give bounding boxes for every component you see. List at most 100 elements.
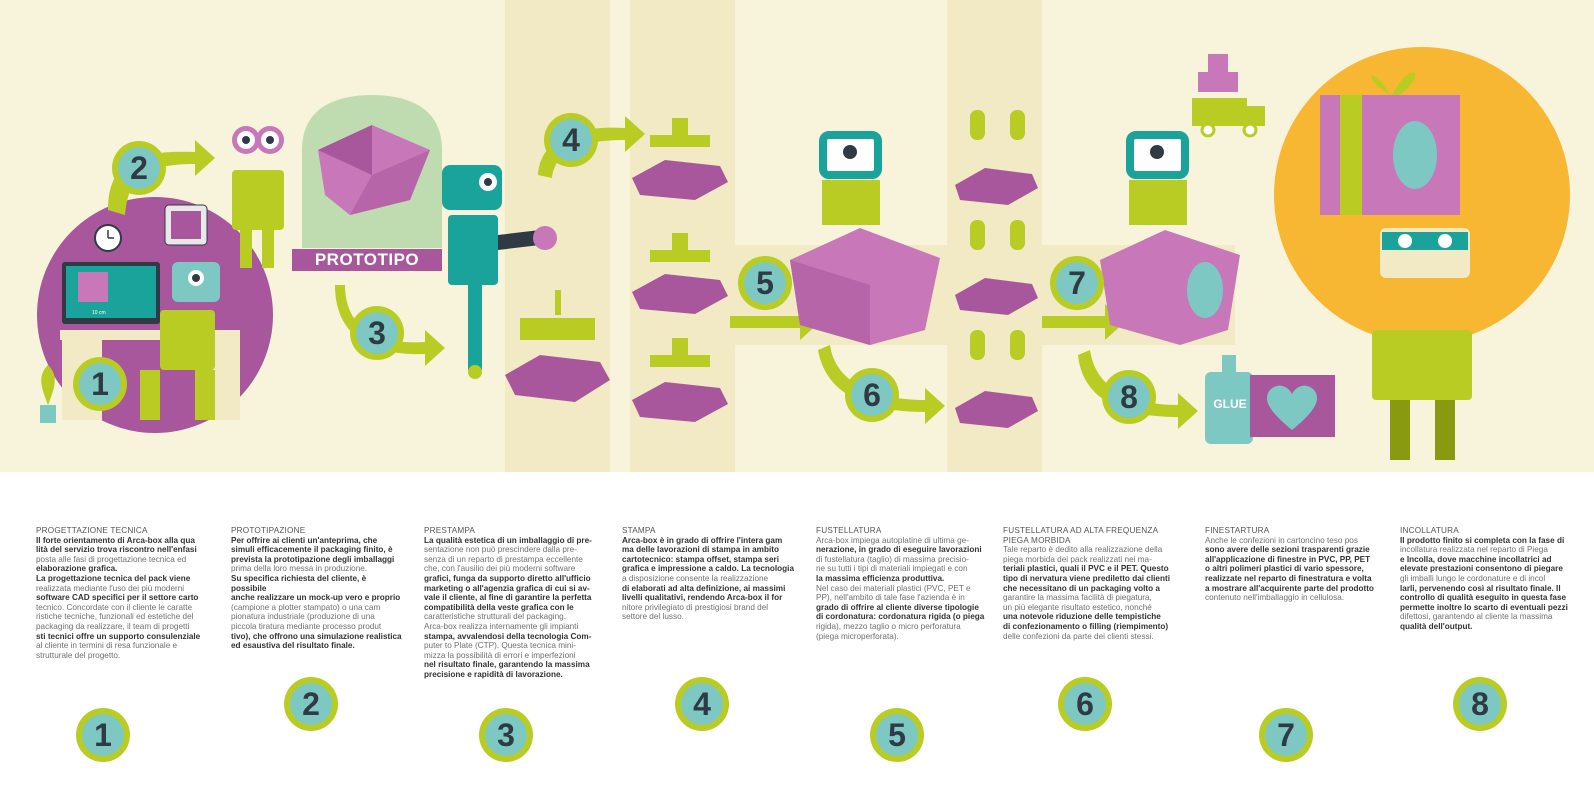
description-line: Arca-box è in grado di offrire l'intera … xyxy=(622,535,783,545)
description-line: Arca-box impiega autoplatine di ultima g… xyxy=(816,535,969,545)
description-line: posta alle fasi di progettazione tecnica… xyxy=(36,554,187,564)
description-line: permette inoltre lo scarto di eventuali … xyxy=(1400,602,1568,612)
description-line: realizzate nel reparto di finestratura e… xyxy=(1205,573,1372,583)
arrow-3-4 xyxy=(538,116,645,178)
step-5-title: FUSTELLATURA xyxy=(816,526,882,535)
step-8-description: INCOLLATURA Il prodotto finito si comple… xyxy=(1400,526,1572,632)
arrow-6-7 xyxy=(1042,304,1125,340)
bottom-badge-8: 8 xyxy=(1453,677,1507,731)
step-6-subtitle: PIEGA MORBIDA xyxy=(1003,535,1071,545)
description-line: rigida), mezzo taglio o micro perforatur… xyxy=(816,621,961,631)
description-line: larli, pervenendo così al risultato fina… xyxy=(1400,583,1561,593)
description-line: al cliente in termini di resa funzionale… xyxy=(36,641,178,651)
step-3-description: PRESTAMPA La qualità estetica di un imba… xyxy=(424,526,596,680)
step-1-description: PROGETTAZIONE TECNICA Il forte orientame… xyxy=(36,526,208,660)
bottom-badge-3: 3 xyxy=(479,708,533,762)
description-line: grafica e impressione a caldo. La tecnol… xyxy=(622,564,794,574)
description-line: una notevole riduzione delle tempistiche xyxy=(1003,612,1161,622)
description-line: vale il cliente, al fine di garantire la… xyxy=(424,593,592,603)
arrow-5-6 xyxy=(818,345,945,424)
flat-box-4a xyxy=(632,160,728,200)
description-line: anche realizzare un mock-up vero e propr… xyxy=(231,593,401,603)
process-illustration: 10 cm xyxy=(0,0,1594,472)
description-line: prima della loro messa in produzione. xyxy=(231,564,368,574)
step-5-text: Arca-box impiega autoplatine di ultima g… xyxy=(816,536,988,642)
desk xyxy=(60,330,240,340)
description-line: (campione a plotter stampato) o una cam xyxy=(231,602,381,612)
illustration-badge-5: 5 xyxy=(738,256,792,310)
description-line: garantire la massima facilità di piegatu… xyxy=(1003,593,1152,603)
bottom-badge-1: 1 xyxy=(76,708,130,762)
glue-bottle xyxy=(1205,372,1253,444)
step-5-description: FUSTELLATURA Arca-box impiega autoplatin… xyxy=(816,526,988,641)
description-line: gli imballi lungo le cordonature e di in… xyxy=(1400,573,1546,583)
description-line: e Incolla, dove macchine incollatrici ad xyxy=(1400,554,1552,564)
description-line: marketing o all'agenzia grafica di cui s… xyxy=(424,583,590,593)
description-line: o altri polimeri plastici di vario spess… xyxy=(1205,564,1364,574)
description-line: livelli qualitativi, rendendo Arca-box i… xyxy=(622,593,783,603)
flat-box-4c xyxy=(632,382,728,422)
description-line: grafici, funga da supporto diretto all'u… xyxy=(424,573,591,583)
arrow-7-8 xyxy=(1078,350,1198,429)
flat-box-6a xyxy=(955,168,1038,205)
illustration-badge-7: 7 xyxy=(1050,256,1104,310)
description-line: Tale reparto è dedito alla realizzazione… xyxy=(1003,545,1163,555)
monitor-label: 10 cm xyxy=(92,310,106,316)
description-line: Su specifica richiesta del cliente, è po… xyxy=(231,573,367,593)
bottom-badge-2: 2 xyxy=(284,677,338,731)
description-line: settore del lusso. xyxy=(622,612,684,622)
robot3-body xyxy=(448,215,498,285)
description-line: che necessitano di un packaging volto a xyxy=(1003,583,1160,593)
arrow-4-5 xyxy=(730,304,820,340)
description-line: compatibilità della veste grafica con le xyxy=(424,602,574,612)
description-line: sentazione non può prescindere dalla pre… xyxy=(424,545,577,555)
description-line: elevate prestazioni consentono di piegar… xyxy=(1400,564,1563,574)
description-line: piccola tiratura mediante processo produ… xyxy=(231,621,382,631)
description-line: ed esaustiva del risultato finale. xyxy=(231,641,355,651)
description-line: a mostrare all'acquirente parte del prod… xyxy=(1205,583,1374,593)
illustration-badge-2: 2 xyxy=(112,141,166,195)
description-line: cartotecnico: stampa offset, stampa seri xyxy=(622,554,779,564)
description-line: puter to Plate (CTP). Questa tecnica min… xyxy=(424,641,576,651)
robot8-body xyxy=(1372,330,1472,400)
description-line: senza di un reparto di prestampa eccelle… xyxy=(424,554,583,564)
description-line: che, con l'ausilio dei più moderni softw… xyxy=(424,564,576,574)
description-line: Nel caso dei materiali plastici (PVC, PE… xyxy=(816,583,971,593)
step-4-text: Arca-box è in grado di offrire l'intera … xyxy=(622,536,794,622)
illustration-badge-6: 6 xyxy=(845,368,899,422)
description-line: incollatura realizzata nel reparto di Pi… xyxy=(1400,545,1548,555)
description-line: tecnico. Concordate con il cliente le ca… xyxy=(36,602,193,612)
description-line: grado di offrire al cliente diverse tipo… xyxy=(816,602,979,612)
bottom-badge-5: 5 xyxy=(870,708,924,762)
step-7-description: FINESTARTURA Anche le confezioni in cart… xyxy=(1205,526,1377,603)
description-line: precisione e rapidità di lavorazione. xyxy=(424,669,563,679)
flat-box-6b xyxy=(955,278,1038,315)
step-1-text: Il forte orientamento di Arca-box alla q… xyxy=(36,536,208,661)
description-line: simuli efficacemente il packaging finito… xyxy=(231,545,393,555)
step-6-title: FUSTELLATURA AD ALTA FREQUENZA xyxy=(1003,526,1159,535)
flat-box-4b xyxy=(632,274,728,314)
description-line: ne su tutti i tipi di materiali impiegat… xyxy=(816,564,968,574)
description-line: lità del servizio trova riscontro nell'e… xyxy=(36,545,197,555)
description-line: caratteristiche strutturali del packagin… xyxy=(424,612,566,622)
description-line: packaging da realizzare, il team di prog… xyxy=(36,621,190,631)
description-line: all'applicazione di finestre in PVC, PP,… xyxy=(1205,554,1371,564)
robot1-body xyxy=(160,310,215,370)
truck-icon xyxy=(1192,98,1247,126)
description-line: nel risultato finale, garantendo la mass… xyxy=(424,660,590,670)
arrow-2-3 xyxy=(335,285,445,366)
description-line: pionatura industriale (produzione di una xyxy=(231,612,375,622)
description-line: tivo), che offrono una simulazione reali… xyxy=(231,631,402,641)
description-line: mizza la possibilità di errori e imperfe… xyxy=(424,650,576,660)
step-2-description: PROTOTIPAZIONE Per offrire ai clienti un… xyxy=(231,526,403,651)
step-4-description: STAMPA Arca-box è in grado di offrire l'… xyxy=(622,526,794,622)
heart-icon xyxy=(1266,385,1318,430)
description-line: contenuto nell'imballaggio in cellulosa. xyxy=(1205,593,1345,603)
bottom-badge-4: 4 xyxy=(675,677,729,731)
description-line: teriali plastici, quali il PVC e il PET.… xyxy=(1003,564,1169,574)
description-line: di fustellatura (taglio) di massima prec… xyxy=(816,554,969,564)
glue-label: GLUE xyxy=(1213,397,1247,411)
step-6-text: Tale reparto è dedito alla realizzazione… xyxy=(1003,545,1175,641)
description-line: di confezionamento o filling (riempiment… xyxy=(1003,621,1169,631)
step-4-title: STAMPA xyxy=(622,526,656,535)
